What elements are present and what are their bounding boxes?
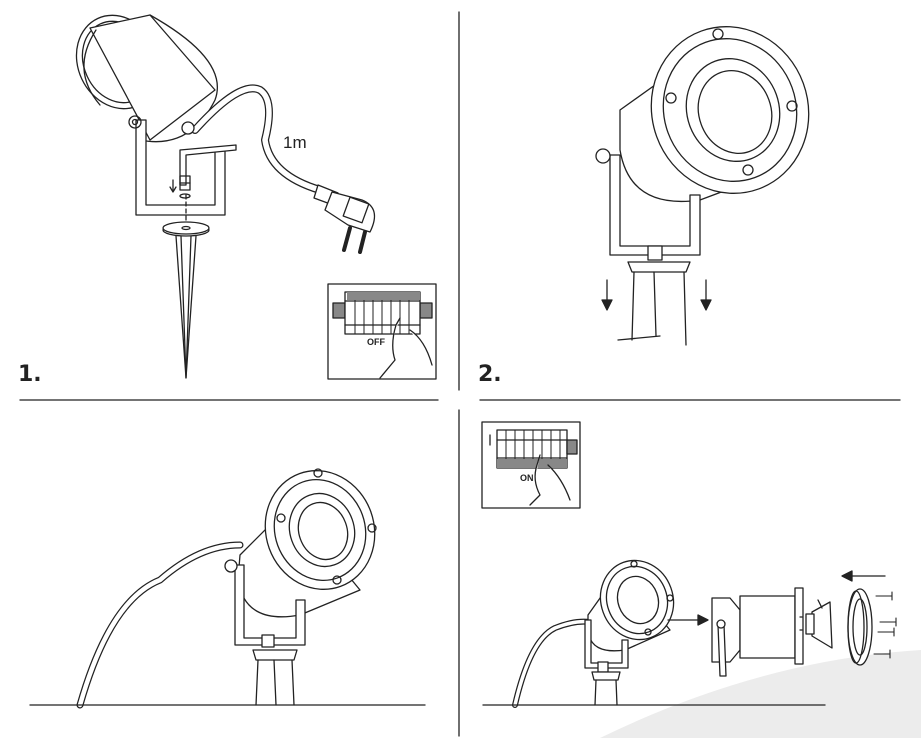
- arrow-icon: [667, 570, 886, 626]
- plug-icon: [313, 184, 376, 254]
- spotlight-icon: [587, 559, 675, 652]
- ground-spike-icon: [252, 649, 298, 706]
- hand-icon: [529, 454, 571, 506]
- spotlight-icon: [237, 468, 377, 618]
- ground-spike-icon: [591, 671, 621, 706]
- ground-spike-icon: [162, 221, 210, 379]
- step-number-1: 1.: [18, 362, 42, 387]
- panel-4: [481, 421, 897, 708]
- panel-3: [29, 468, 426, 709]
- switch-on-label: ON: [520, 473, 534, 483]
- spotlight-icon: [619, 26, 810, 202]
- spotlight-icon: [75, 14, 219, 143]
- mounting-bracket: [224, 559, 306, 648]
- breaker-panel-off: [327, 283, 437, 380]
- panel-2: [595, 26, 810, 346]
- allen-key-icon: [179, 144, 237, 186]
- step-number-2: 2.: [478, 362, 502, 387]
- breaker-panel-on: [481, 421, 581, 509]
- cable-length-label: 1m: [283, 133, 307, 152]
- hand-icon: [379, 317, 433, 379]
- mounting-bracket: [128, 115, 226, 216]
- power-cable: [76, 541, 244, 709]
- bulb-icon: [799, 599, 833, 649]
- switch-off-label: OFF: [367, 337, 385, 347]
- screw-icon: [169, 175, 191, 199]
- corner-shade: [600, 650, 921, 738]
- front-ring: [847, 588, 873, 666]
- panel-1: [75, 14, 437, 380]
- panel-dividers: [19, 11, 901, 737]
- arrow-icon: [601, 279, 712, 311]
- screw-icon: [873, 591, 897, 659]
- exploded-lamp-housing: [711, 587, 804, 677]
- mounting-bracket: [595, 148, 701, 261]
- ground-spike-icon: [617, 261, 691, 346]
